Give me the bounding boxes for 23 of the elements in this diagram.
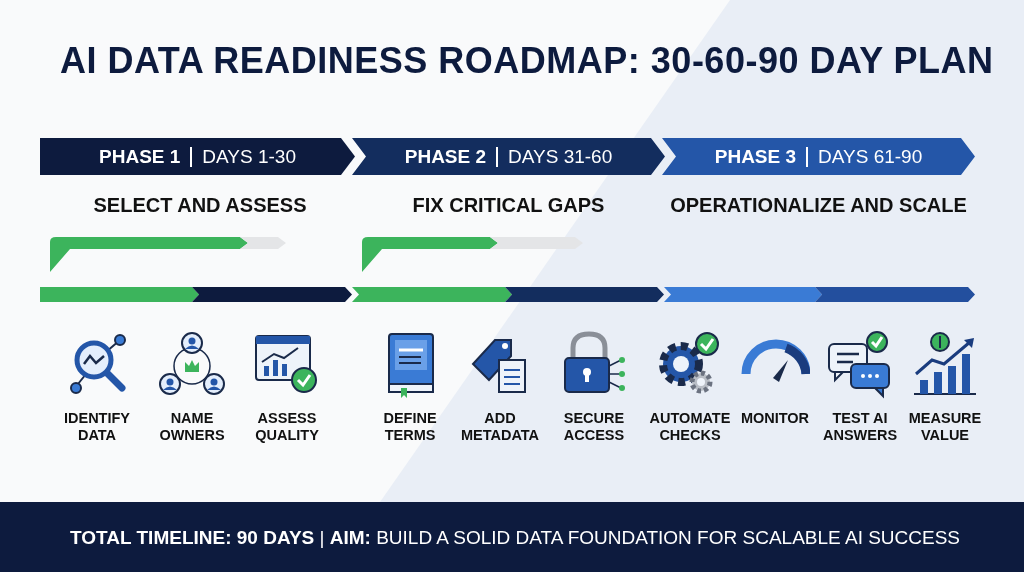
day-range: DAYS 31-60: [508, 145, 613, 168]
task-label: ASSESS QUALITY: [254, 410, 320, 444]
task-label: ADD METADATA: [459, 410, 541, 444]
phase-heading: SELECT AND ASSESS: [92, 194, 308, 217]
task-label: DEFINE TERMS: [382, 410, 438, 444]
day-range: DAYS 61-90: [818, 145, 923, 168]
phase-number: PHASE 2: [404, 145, 487, 168]
task-label: MEASURE VALUE: [907, 410, 983, 444]
phase-banner: [40, 138, 355, 175]
task-label: SECURE ACCESS: [562, 410, 626, 444]
phase-heading: OPERATIONALIZE AND SCALE: [669, 194, 968, 217]
task-label: IDENTIFY DATA: [62, 410, 132, 444]
task-label: AUTOMATE CHECKS: [648, 410, 732, 444]
task-label: TEST AI ANSWERS: [821, 410, 899, 444]
day-range: DAYS 1-30: [202, 145, 296, 168]
phase-number: PHASE 3: [714, 145, 797, 168]
task-label: NAME OWNERS: [158, 410, 226, 444]
title: AI DATA READINESS ROADMAP: 30-60-90 DAY PLAN: [60, 40, 994, 82]
phase-banner: [352, 138, 665, 175]
phase-banner: [662, 138, 975, 175]
phase-heading: FIX CRITICAL GAPS: [411, 194, 606, 217]
footer-text: TOTAL TIMELINE: 90 DAYS | AIM: BUILD A SOLID DATA FOUNDATION FOR SCALABLE AI SUCCESS: [70, 527, 961, 549]
phase-number: PHASE 1: [99, 145, 181, 168]
